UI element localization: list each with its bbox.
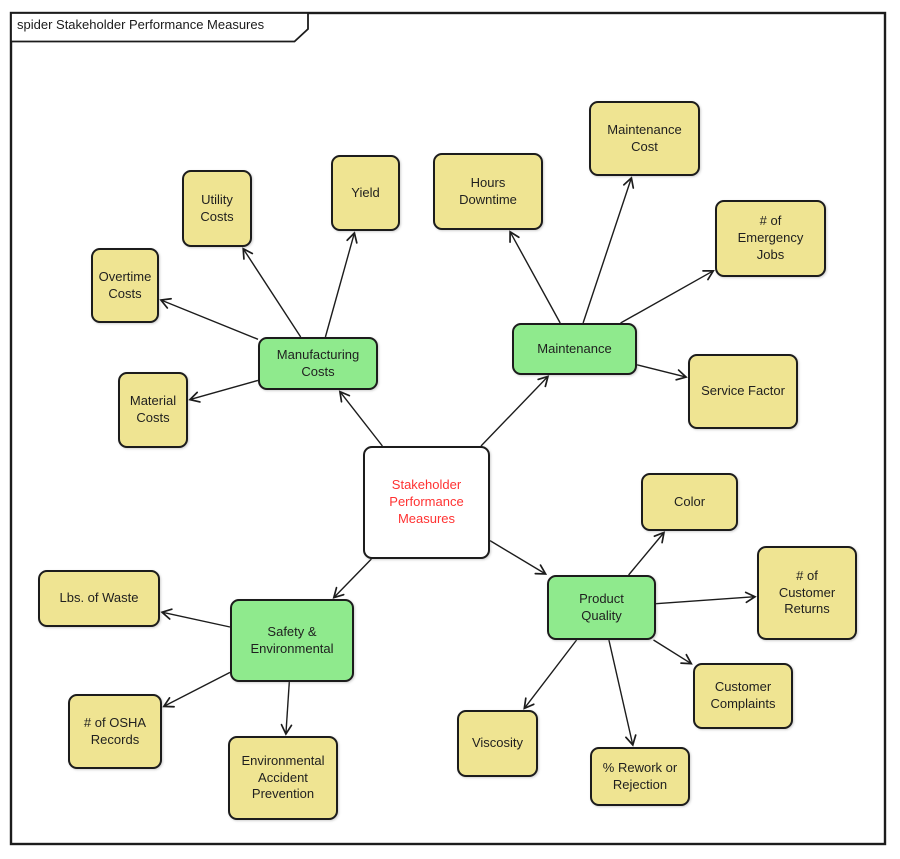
node-color[interactable]: Color [641,473,738,531]
edge-manufacturing-costs-to-yield [324,231,358,338]
node-customer-returns[interactable]: # of Customer Returns [757,546,857,640]
node-emergency-jobs[interactable]: # of Emergency Jobs [715,200,826,277]
edge-stakeholder-performance-measures-to-safety-environmental [332,558,372,599]
edge-manufacturing-costs-to-utility-costs [242,247,302,338]
node-customer-complaints[interactable]: Customer Complaints [693,663,793,729]
edge-stakeholder-performance-measures-to-product-quality [489,539,548,575]
node-stakeholder-performance-measures[interactable]: Stakeholder Performance Measures [363,446,490,559]
node-maintenance[interactable]: Maintenance [512,323,637,375]
edge-maintenance-to-hours-downtime [509,230,561,324]
edge-maintenance-to-maintenance-cost [582,176,635,324]
node-lbs-of-waste[interactable]: Lbs. of Waste [38,570,160,627]
edge-safety-environmental-to-lbs-of-waste [160,608,231,628]
edge-stakeholder-performance-measures-to-maintenance [480,375,550,447]
node-osha-records[interactable]: # of OSHA Records [68,694,162,769]
node-product-quality[interactable]: Product Quality [547,575,656,640]
node-environmental-accident-prevention[interactable]: Environmental Accident Prevention [228,736,338,820]
edge-safety-environmental-to-osha-records [162,671,231,708]
node-utility-costs[interactable]: Utility Costs [182,170,252,247]
edge-product-quality-to-customer-complaints [653,639,693,665]
edge-maintenance-to-service-factor [636,364,688,381]
node-hours-downtime[interactable]: Hours Downtime [433,153,543,230]
edge-safety-environmental-to-environmental-accident-prevention [280,681,293,736]
edge-manufacturing-costs-to-material-costs [188,379,259,403]
node-material-costs[interactable]: Material Costs [118,372,188,448]
node-rework-rejection[interactable]: % Rework or Rejection [590,747,690,806]
node-maintenance-cost[interactable]: Maintenance Cost [589,101,700,176]
node-manufacturing-costs[interactable]: Manufacturing Costs [258,337,378,390]
edge-manufacturing-costs-to-overtime-costs [159,297,259,340]
node-service-factor[interactable]: Service Factor [688,354,798,429]
node-safety-environmental[interactable]: Safety & Environmental [230,599,354,682]
edge-product-quality-to-customer-returns [655,591,757,605]
edge-maintenance-to-emergency-jobs [620,269,715,324]
node-viscosity[interactable]: Viscosity [457,710,538,777]
edge-product-quality-to-color [628,531,666,576]
edge-stakeholder-performance-measures-to-manufacturing-costs [338,390,383,447]
node-overtime-costs[interactable]: Overtime Costs [91,248,159,323]
edge-product-quality-to-viscosity [523,639,578,710]
frame-title: spider Stakeholder Performance Measures [17,17,265,32]
node-yield[interactable]: Yield [331,155,400,231]
edge-product-quality-to-rework-rejection [608,639,637,747]
